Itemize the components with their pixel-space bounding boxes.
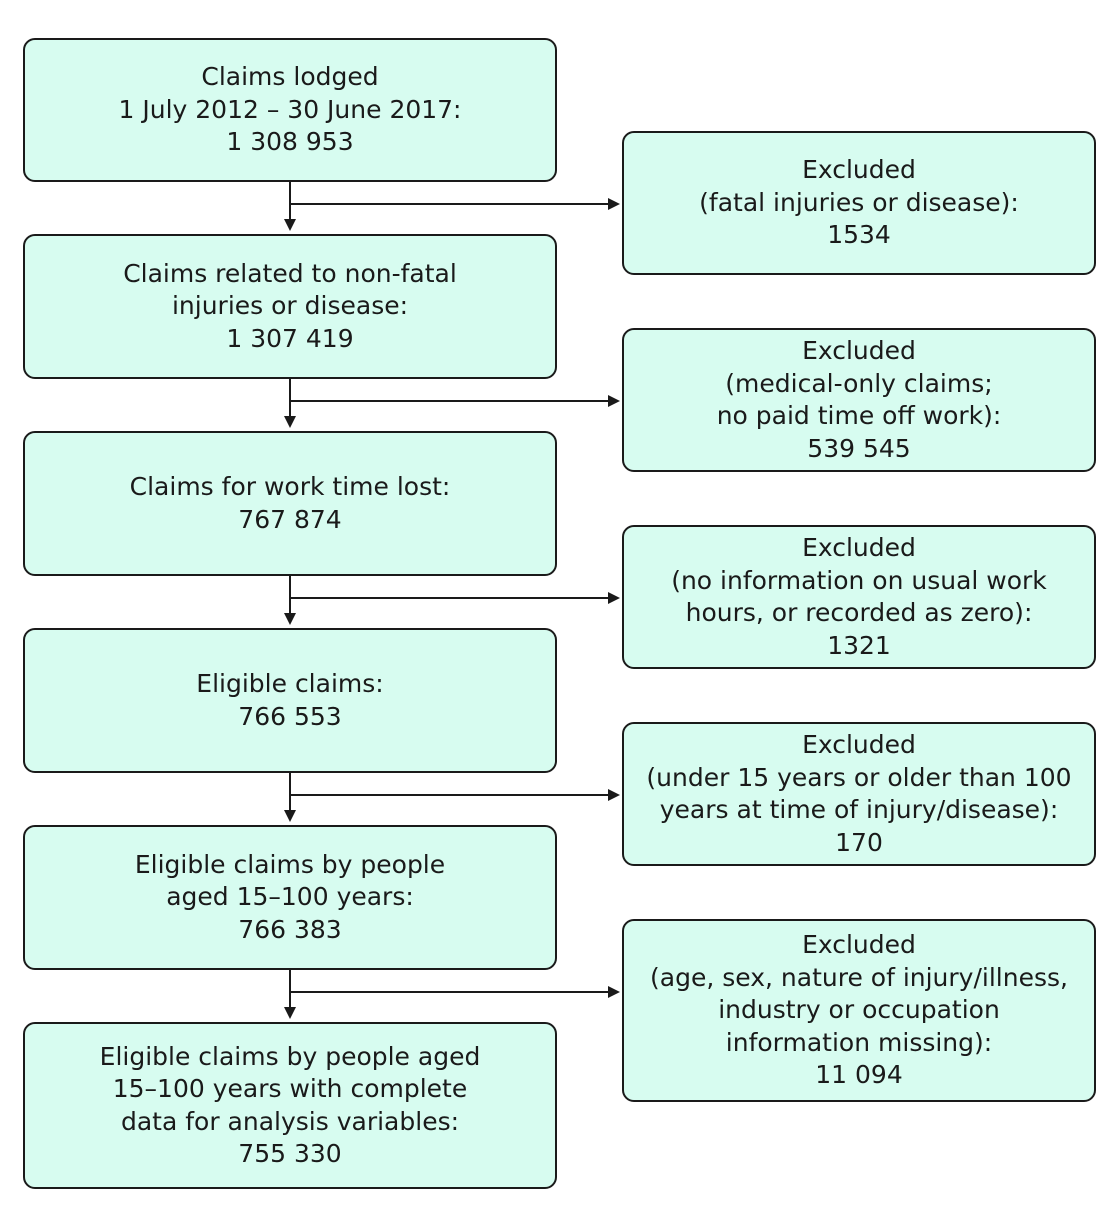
excluded-age-range-box: Excluded (under 15 years or older than 1… [622,722,1096,866]
box-count: 1534 [827,220,891,250]
box-count: 1 308 953 [226,127,354,157]
box-text-line: Claims related to non-fatal [123,258,457,288]
box-text-line: years at time of injury/disease): [659,795,1059,824]
box-count: 766 383 [238,914,342,944]
box-text-line: information missing): [725,1027,993,1057]
claims-lodged-box: Claims lodged 1 July 2012 – 30 June 2017… [23,38,557,182]
box-count: 767 874 [238,504,342,534]
box-count: 539 545 [807,433,911,463]
box-text-line: Eligible claims by people aged [99,1041,481,1071]
box-count: 755 330 [238,1139,342,1168]
box-text-line: injuries or disease: [171,291,409,321]
box-text-line: 1 July 2012 – 30 June 2017: [118,94,462,124]
box-text-line: hours, or recorded as zero): [685,598,1033,627]
eligible-claims-box: Eligible claims: 766 553 [23,628,557,773]
work-time-lost-claims-box: Claims for work time lost: 767 874 [23,431,557,576]
box-text-line: Excluded [802,336,916,365]
box-count: 1 307 419 [226,323,354,353]
box-text-line: Eligible claims by people [134,849,446,879]
box-text-line: Claims for work time lost: [129,472,451,501]
box-text-line: industry or occupation [718,995,1000,1025]
final-analysis-claims-box: Eligible claims by people aged 15–100 ye… [23,1022,557,1189]
box-count: 1321 [827,630,891,660]
box-text-line: (age, sex, nature of injury/illness, [650,962,1068,992]
box-text-line: (under 15 years or older than 100 [646,762,1072,792]
box-text-line: (medical-only claims; [725,368,993,398]
box-text-line: Excluded [802,730,916,759]
excluded-fatal-box: Excluded (fatal injuries or disease): 15… [622,131,1096,275]
excluded-medical-only-box: Excluded (medical-only claims; no paid t… [622,328,1096,472]
box-count: 766 553 [238,701,342,731]
box-text-line: no paid time off work): [716,401,1002,430]
box-count: 170 [835,827,883,857]
eligible-claims-aged-box: Eligible claims by people aged 15–100 ye… [23,825,557,970]
box-text-line: Excluded [802,930,916,960]
box-text-line: data for analysis variables: [120,1106,460,1136]
box-text-line: aged 15–100 years: [166,882,414,912]
box-text-line: Excluded [802,533,916,562]
box-text-line: Eligible claims: [196,669,384,698]
non-fatal-claims-box: Claims related to non-fatal injuries or … [23,234,557,379]
box-text-line: (no information on usual work [671,565,1047,595]
excluded-no-work-hours-box: Excluded (no information on usual work h… [622,525,1096,669]
box-text-line: Excluded [802,155,916,185]
box-text-line: (fatal injuries or disease): [699,187,1019,217]
excluded-missing-info-box: Excluded (age, sex, nature of injury/ill… [622,919,1096,1102]
box-text-line: Claims lodged [201,62,379,92]
box-text-line: 15–100 years with complete [112,1074,468,1103]
box-count: 11 094 [815,1060,903,1090]
